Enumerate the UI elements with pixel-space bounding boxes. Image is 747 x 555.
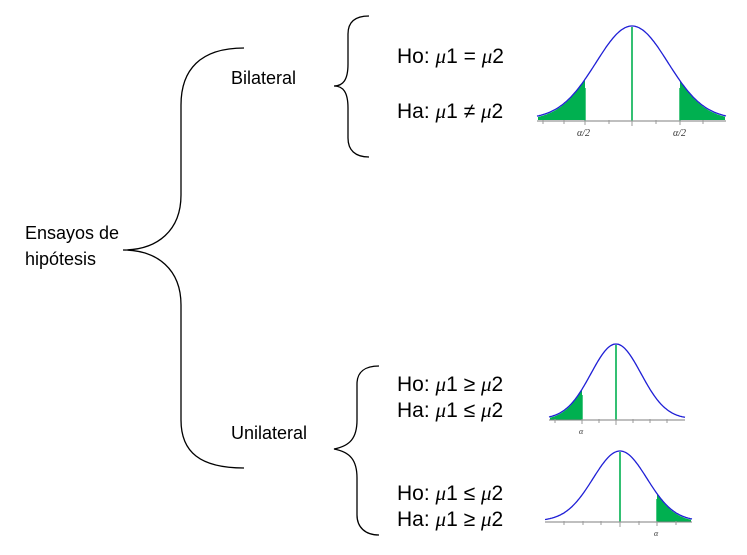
ha-prefix: Ha: [397,508,436,531]
unilateral1-ha: Ha: μ1 ≤ μ2 [397,397,503,424]
mu-symbol: μ [435,507,447,531]
area-right-tail [657,494,691,522]
subscript: 2 [491,373,504,396]
bilateral-ha: Ha: μ1 ≠ μ2 [397,98,503,125]
subscript: 2 [491,100,504,123]
subscript: 2 [492,45,504,68]
ho-prefix: Ho: [397,373,436,396]
relation: 1 ≤ [446,399,481,422]
bilateral-brace [333,15,370,158]
mu-symbol: μ [480,99,492,123]
root-label-line1: Ensayos de [25,223,120,243]
mu-symbol: μ [480,372,492,396]
subscript: 2 [491,508,504,531]
main-brace [122,47,245,469]
mu-symbol: μ [435,398,447,422]
relation: 1 ≥ [446,508,481,531]
mu-symbol: μ [480,398,492,422]
chart-unilateral-right: α [544,450,693,538]
area-right-tail [680,81,725,120]
area-left-tail [538,79,585,120]
root-label: Ensayos de hipótesis [25,220,119,272]
relation: 1 ≠ [446,100,481,123]
normal-curve [536,25,727,117]
chart-unilateral-left: α [548,343,686,436]
bilateral-label: Bilateral [231,68,297,88]
ha-prefix: Ha: [397,399,436,422]
area-left-tail [550,389,582,420]
unilateral-brace-upper [333,365,380,536]
unilateral2-ho: Ho: μ1 ≤ μ2 [397,480,503,507]
mu-symbol: μ [481,44,493,68]
ho-prefix: Ho: [397,45,436,68]
bilateral-ho: Ho: μ1 = μ2 [397,43,504,70]
root-label-line2: hipótesis [25,249,97,269]
relation: 1 = [446,45,482,68]
mu-symbol: μ [480,481,492,505]
unilateral-label: Unilateral [231,423,308,443]
mu-symbol: μ [480,507,492,531]
mu-symbol: μ [435,481,447,505]
tick-label-right: α/2 [673,128,686,139]
relation: 1 ≥ [446,373,481,396]
chart-bilateral: α/2 α/2 [536,25,727,139]
tick-label-alpha: α [579,427,584,436]
normal-curve [544,450,693,521]
tick-label-alpha: α [654,529,659,538]
unilateral2-ha: Ha: μ1 ≥ μ2 [397,506,503,533]
ha-prefix: Ha: [397,100,436,123]
ho-prefix: Ho: [397,482,436,505]
unilateral1-ho: Ho: μ1 ≥ μ2 [397,371,503,398]
normal-curve [548,343,686,418]
relation: 1 ≤ [446,482,481,505]
mu-symbol: μ [435,372,447,396]
mu-symbol: μ [435,99,447,123]
subscript: 2 [491,482,504,505]
tick-label-left: α/2 [577,128,590,139]
mu-symbol: μ [435,44,447,68]
subscript: 2 [491,399,504,422]
axis-ticks [542,120,704,126]
